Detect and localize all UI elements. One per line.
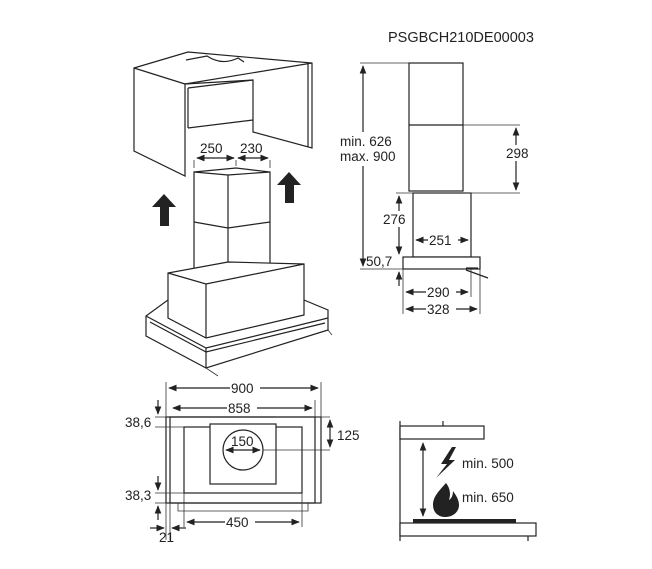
- arrow-up-icon: [277, 172, 301, 203]
- gas-hob-clearance: min. 650: [462, 490, 514, 505]
- inner-width-label: 858: [228, 401, 251, 416]
- lower-duct-width-label: 251: [429, 233, 452, 248]
- top-offset-label: 38,6: [125, 415, 151, 430]
- canopy-depth-inner-label: 290: [427, 285, 450, 300]
- lower-duct-height-label: 276: [383, 212, 406, 227]
- side-offset-label: 21: [159, 530, 174, 545]
- flame-icon: [433, 483, 459, 517]
- canopy-thickness-label: 50,7: [366, 254, 392, 269]
- total-width-label: 900: [231, 381, 254, 396]
- duct-width-label: 250: [200, 141, 223, 156]
- upper-duct-height-label: 298: [506, 146, 529, 161]
- wall-cabinet: [133, 51, 313, 177]
- outlet-diameter-label: 150: [231, 434, 254, 449]
- height-max-label: max. 900: [340, 149, 396, 164]
- perspective-view: 250 230: [133, 51, 333, 377]
- hood-body: [145, 261, 333, 377]
- bottom-offset-label: 38,3: [125, 488, 151, 503]
- outlet-offset-label: 125: [337, 428, 360, 443]
- chimney-duct: 250 230: [193, 141, 271, 278]
- height-min-label: min. 626: [340, 134, 392, 149]
- plan-view: 900 858 38,6 38,3 125 150 450 21: [125, 380, 360, 545]
- canopy-depth-outer-label: 328: [427, 302, 450, 317]
- clearance-view: min. 500 min. 650: [399, 421, 537, 541]
- electric-hob-clearance: min. 500: [462, 456, 514, 471]
- arrow-up-icon: [152, 194, 176, 226]
- lightning-icon: [436, 447, 456, 478]
- duct-depth-label: 230: [240, 141, 263, 156]
- model-code: PSGBCH210DE00003: [388, 30, 534, 46]
- filter-width-label: 450: [226, 515, 249, 530]
- side-view: min. 626 max. 900 298 276 251 50,7 290 3…: [338, 62, 536, 317]
